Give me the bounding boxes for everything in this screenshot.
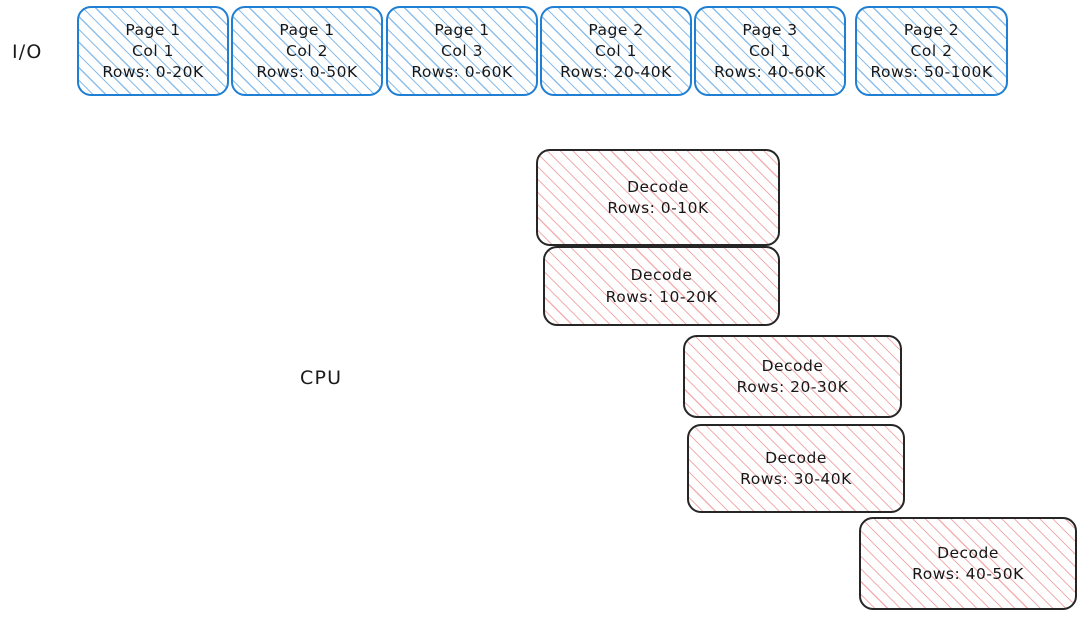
cpu-task-4-line2: Rows: 30-40K [740,470,852,488]
io-task-3-line2: Col 3 [441,42,483,61]
cpu-task-3-line2: Rows: 20-30K [736,378,849,396]
io-task-4-line2: Col 1 [595,42,637,61]
io-task-4-line3: Rows: 20-40K [560,62,672,81]
io-task-5-line3: Rows: 40-60K [714,62,826,81]
io-task-6-line3: Rows: 50-100K [870,62,993,81]
io-task-1-line3: Rows: 0-20K [102,62,204,81]
io-task-2-line2: Col 2 [286,42,328,61]
io-task-5-line2: Col 1 [749,42,791,61]
io-task-5-line1: Page 3 [742,21,798,40]
io-task-6-line1: Page 2 [903,21,960,40]
io-lane-label: I/O [12,41,43,63]
cpu-task-5-line1: Decode [937,543,999,562]
cpu-task-4-line1: Decode [765,448,827,467]
io-task-4-line1: Page 2 [588,21,644,40]
cpu-task-1-line1: Decode [627,177,689,196]
cpu-task-5-line2: Rows: 40-50K [912,565,1024,583]
io-task-2-line1: Page 1 [279,21,335,40]
io-task-1-line1: Page 1 [125,21,181,40]
cpu-task-2-line2: Rows: 10-20K [605,287,718,306]
io-task-1-line2: Col 1 [132,42,174,61]
io-task-3-line1: Page 1 [434,21,490,40]
io-task-6-line2: Col 2 [910,42,953,61]
cpu-task-2-line1: Decode [630,266,693,285]
io-task-3-line3: Rows: 0-60K [411,62,513,81]
cpu-task-1-line2: Rows: 0-10K [607,199,709,217]
cpu-lane-label: CPU [300,367,343,389]
cpu-task-3-line1: Decode [761,356,824,375]
io-task-2-line3: Rows: 0-50K [256,62,358,81]
